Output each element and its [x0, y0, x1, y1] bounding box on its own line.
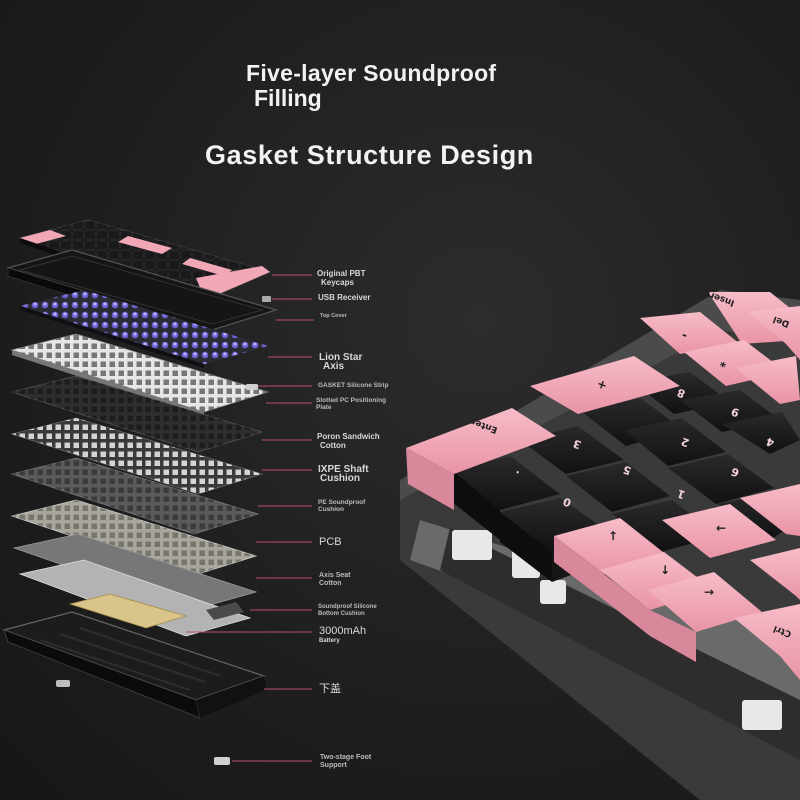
two-stage-foot-icon — [214, 757, 230, 765]
key-legend: 0 — [561, 494, 573, 509]
label-line: PCB — [319, 536, 342, 548]
foot-piece-icon — [56, 680, 70, 687]
key-legend: 9 — [729, 405, 741, 420]
label-line: Slotted PC Positioning — [316, 397, 387, 404]
label-soundproof-silicone-bottom-cushion: Soundproof Silicone Bottom Cushion — [318, 604, 377, 618]
label-line: Cotton — [319, 580, 342, 588]
label-line: Keycaps — [321, 278, 354, 288]
label-line: Plate — [316, 404, 332, 412]
label-line: Support — [320, 762, 347, 770]
key-legend: 3 — [571, 437, 583, 452]
key-legend: ↑ — [608, 529, 618, 543]
keyboard-closeup: Insert Del - * + 8 9 5 6 2 3 . 0 Enter 4… — [400, 288, 800, 800]
label-line: Cushion — [318, 506, 344, 514]
label-axis-seat-cotton: Axis Seat Cotton — [319, 572, 351, 588]
layer-pe-cushion — [10, 457, 260, 535]
label-line: 下盖 — [319, 682, 341, 695]
key-legend: 2 — [679, 435, 691, 450]
label-line: Soundproof Silicone — [318, 604, 377, 610]
label-line: Two-stage Foot — [320, 754, 372, 761]
key-legend: 5 — [621, 463, 633, 478]
label-line: PE Soundproof — [318, 499, 366, 506]
label-line: Poron Sandwich — [317, 432, 380, 441]
label-line: USB Receiver — [318, 293, 371, 302]
label-two-stage-foot-support: Two-stage Foot Support — [320, 754, 371, 770]
usb-receiver-icon — [262, 296, 271, 302]
key-legend: - — [680, 328, 689, 343]
gasket-structure-headline: Gasket Structure Design — [205, 140, 534, 170]
label-line: Battery — [319, 637, 340, 644]
key-legend: . — [513, 468, 521, 482]
label-lower-cover: 下盖 — [319, 682, 341, 696]
layer-bottom-cushion — [18, 559, 252, 637]
key-legend: ← — [716, 521, 726, 535]
label-line: Original PBT — [317, 269, 366, 278]
silicone-strip-icon — [246, 384, 258, 390]
label-line: Axis — [323, 360, 345, 372]
label-lion-star-axis: Lion Star Axis — [319, 352, 362, 372]
label-battery: 3000mAh Battery — [319, 625, 366, 645]
headline-line-1: Five-layer Soundproof — [246, 60, 497, 86]
label-line: Top Cover — [320, 313, 347, 319]
label-line: 3000mAh — [319, 625, 367, 637]
label-line: Cotton — [320, 441, 346, 451]
layer-lion-star-switches — [20, 290, 268, 368]
key-legend: 4 — [764, 434, 776, 449]
label-gasket-silicone-strip: GASKET Silicone Strip — [318, 382, 388, 389]
callout-lines — [186, 274, 314, 762]
label-line: GASKET Silicone Strip — [318, 382, 389, 389]
label-usb-receiver: USB Receiver — [318, 293, 370, 302]
pink-keycaps — [406, 292, 800, 680]
key-legend: + — [595, 377, 609, 394]
label-original-pbt-keycaps: Original PBT Keycaps — [317, 269, 365, 287]
label-pe-soundproof-cushion: PE Soundproof Cushion — [318, 499, 365, 514]
label-line: Axis Seat — [319, 572, 351, 579]
key-legend: → — [704, 585, 714, 599]
label-line: Cushion — [320, 472, 360, 484]
key-legend: * — [718, 355, 729, 371]
key-legend: 6 — [729, 464, 741, 479]
label-ixpe-shaft-cushion: IXPE Shaft Cushion — [318, 464, 369, 484]
switch-stems — [452, 530, 782, 730]
label-top-cover: Top Cover — [320, 313, 347, 319]
label-slotted-pc-plate: Slotted PC Positioning Plate — [316, 397, 386, 412]
label-line: IXPE Shaft — [318, 464, 369, 475]
key-legend: 8 — [675, 386, 687, 401]
key-legend: 1 — [675, 487, 687, 502]
layer-poron-cotton — [10, 375, 264, 453]
key-legend: ↓ — [660, 563, 670, 577]
label-line: Bottom Cushion — [318, 610, 365, 617]
label-poron-sandwich-cotton: Poron Sandwich Cotton — [317, 432, 380, 450]
label-line: Lion Star — [319, 352, 363, 363]
layer-ixpe-cushion — [10, 417, 264, 495]
headline-line-2: Filling — [254, 85, 322, 111]
layer-bottom-case — [1, 611, 266, 719]
label-pcb: PCB — [319, 536, 342, 549]
